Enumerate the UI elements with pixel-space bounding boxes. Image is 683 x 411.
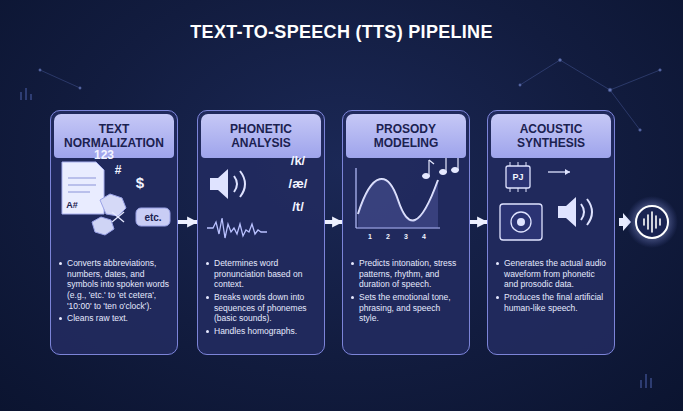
document-icon: [62, 162, 170, 235]
diagram-title: TEXT-TO-SPEECH (TTS) PIPELINE: [0, 22, 683, 43]
icon-label: 123: [94, 148, 114, 162]
stage-title: PROSODY MODELING: [346, 114, 466, 158]
bullet-text: Converts abbreviations, numbers, dates, …: [67, 258, 170, 311]
icon-label: 4: [422, 233, 426, 240]
flow-arrow: [178, 220, 197, 224]
bullet-text: Cleans raw text.: [67, 313, 128, 324]
bullet-text: Predicts intonation, stress patterns, rh…: [359, 258, 462, 290]
icon-label: A#: [66, 200, 78, 210]
bullet-dot: [59, 262, 62, 265]
bullet-dot: [206, 330, 209, 333]
icon-label: 3: [404, 233, 408, 240]
icon-label: /æ/: [289, 176, 308, 191]
box-fill: [342, 110, 470, 355]
icon-label: $: [136, 174, 144, 191]
icon-label: /k/: [291, 153, 305, 168]
icon-label: PJ: [512, 172, 523, 182]
stage-title: ACOUSTIC SYNTHESIS: [491, 114, 611, 158]
bullet-dot: [59, 317, 62, 320]
bullet-text: Determines word pronunciation based on c…: [214, 258, 317, 290]
process-box: PHONETIC ANALYSIS Determines word pronunc…: [197, 110, 325, 355]
bullet-text: Produces the final artificial human-like…: [504, 292, 607, 313]
box-fill: [197, 110, 325, 355]
icon-label: 1: [368, 233, 372, 240]
flow-arrow: [470, 220, 487, 224]
bullet-text: Sets the emotional tone, phrasing, and s…: [359, 292, 462, 324]
bullet-text: Breaks words down into sequences of phon…: [214, 292, 317, 324]
output-waveform: [619, 196, 678, 248]
stage-title: PHONETIC ANALYSIS: [201, 114, 321, 158]
bullet-text: Generates the actual audio waveform from…: [504, 258, 607, 290]
box-fill: [487, 110, 615, 355]
process-box: ACOUSTIC SYNTHESIS Generates the actual a…: [487, 110, 615, 355]
box-fill: [50, 110, 178, 355]
icon-label: #: [115, 163, 122, 177]
bullet-dot: [496, 262, 499, 265]
intonation-chart: [356, 155, 459, 228]
bullet-text: Handles homographs.: [214, 326, 297, 337]
icon-label: etc.: [144, 212, 161, 223]
process-box: TEXT NORMALIZATIONConverts abbreviations…: [50, 110, 178, 355]
icon-label: /t/: [292, 199, 304, 214]
bullet-dot: [206, 262, 209, 265]
flow-arrow: [325, 220, 342, 224]
synthesizer-icon: [500, 162, 592, 240]
bullet-dot: [351, 262, 354, 265]
bullet-dot: [206, 296, 209, 299]
bullet-dot: [496, 296, 499, 299]
bullet-dot: [351, 296, 354, 299]
icon-label: 2: [386, 233, 390, 240]
flow-arrow: [470, 220, 487, 224]
speaker-icon: [207, 169, 267, 238]
